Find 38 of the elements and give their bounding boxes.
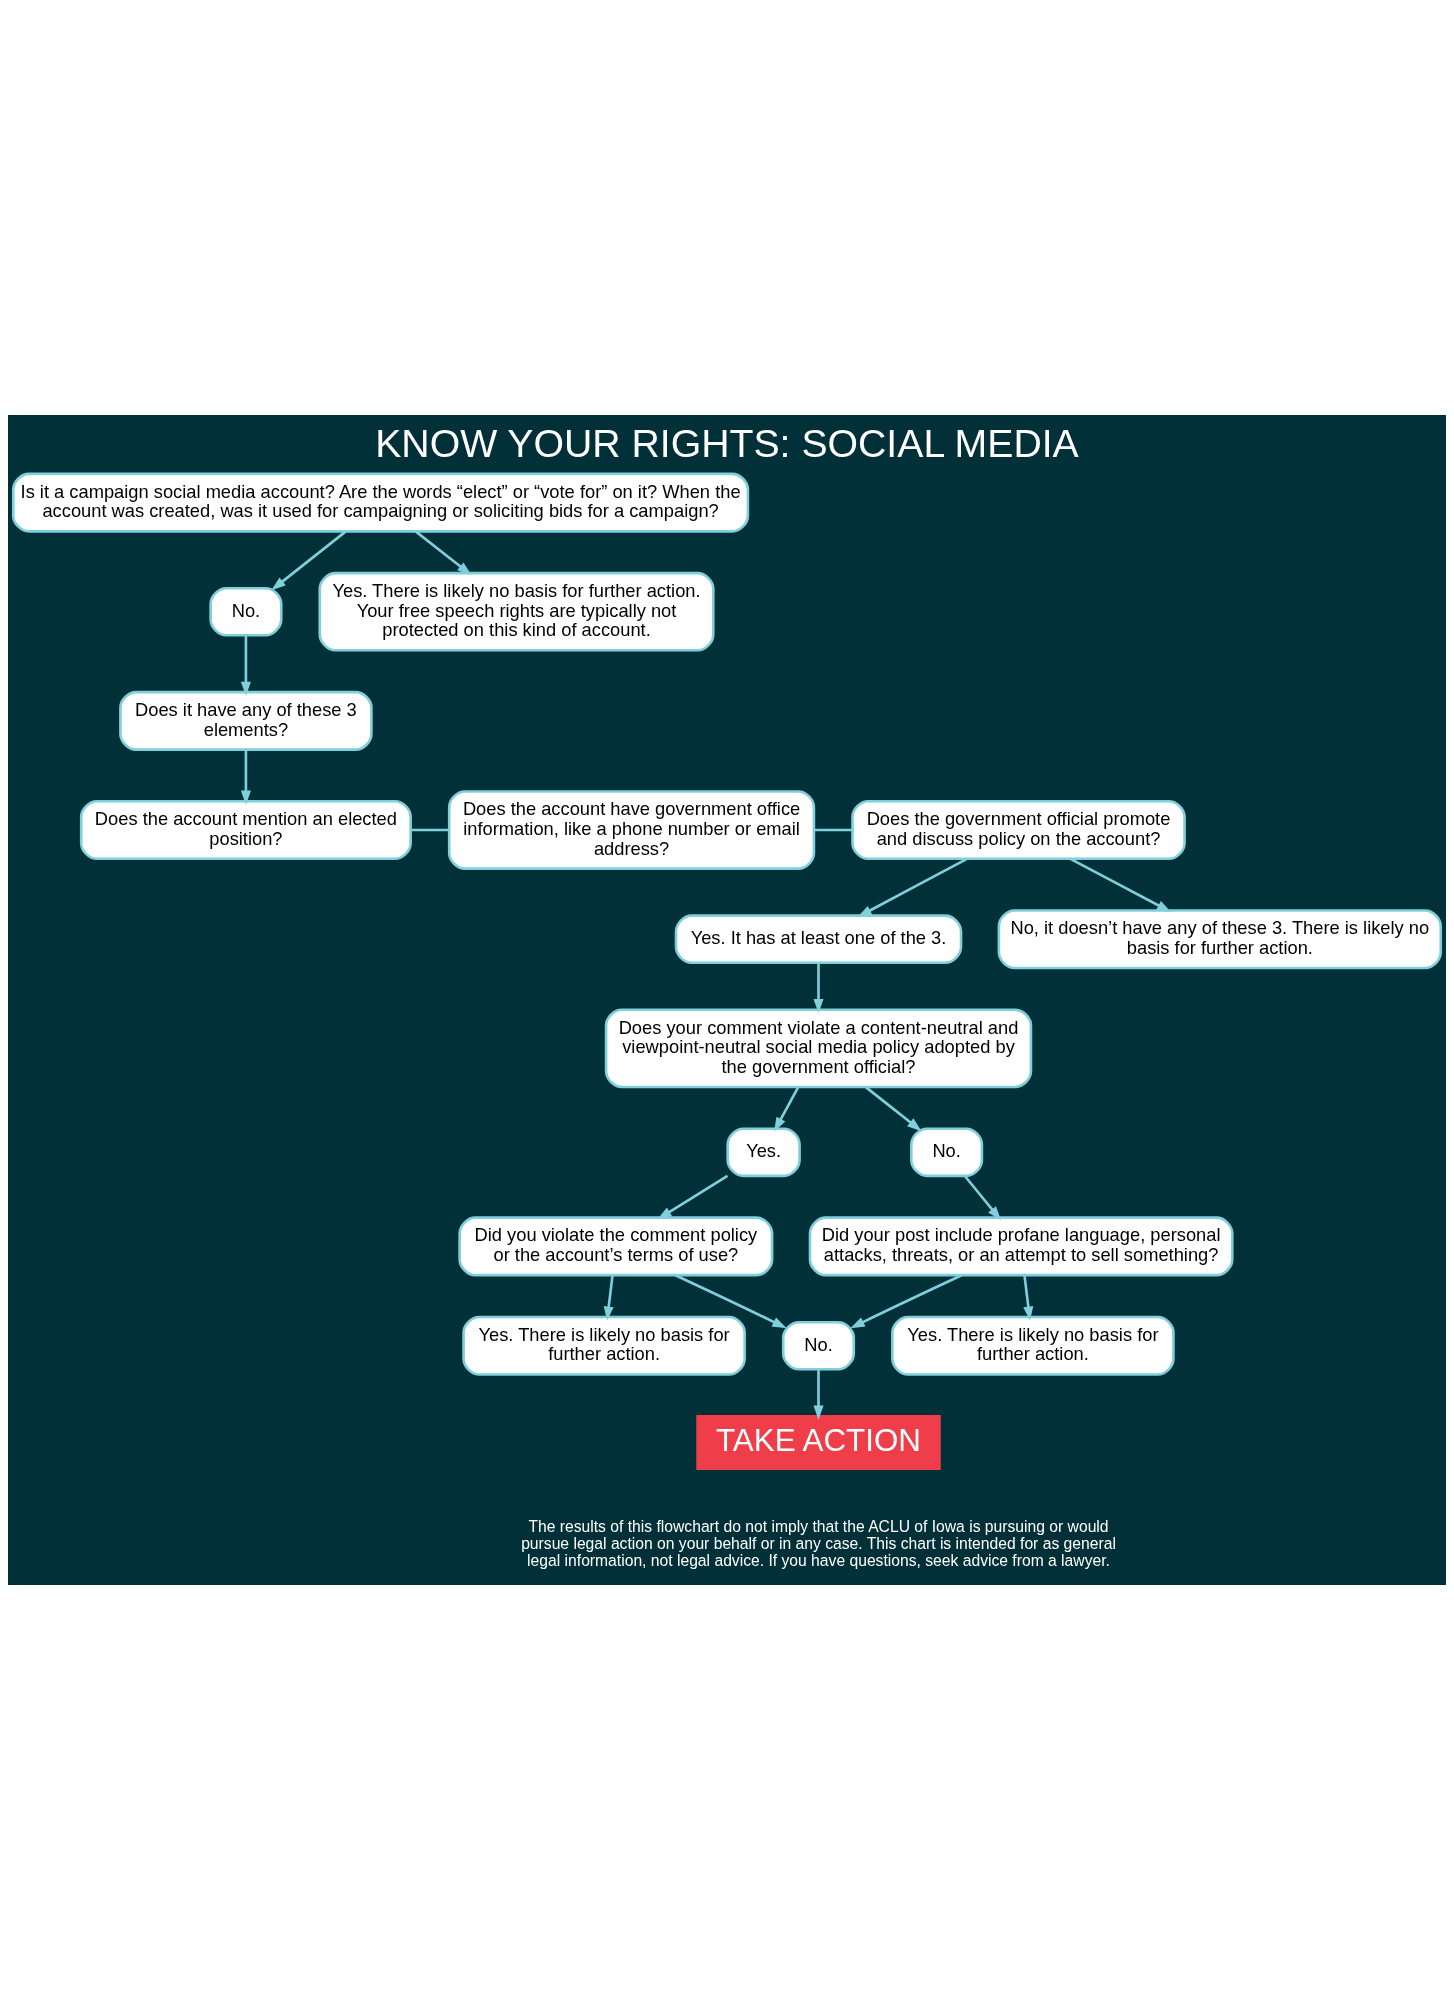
arrow	[674, 1274, 787, 1329]
arrow	[415, 530, 472, 576]
arrow	[850, 1274, 963, 1329]
node-box: Does the government official promote and discuss policy on the account?	[851, 800, 1186, 861]
arrow	[774, 1086, 800, 1132]
node-box: TAKE ACTION	[696, 1415, 941, 1470]
node-box: Yes. There is likely no basis for further action.	[891, 1315, 1175, 1376]
node-box: Does the account have government office information, like a phone number or email address?	[447, 790, 816, 870]
arrow	[813, 963, 824, 1014]
arrow	[857, 857, 968, 918]
connector	[814, 828, 853, 832]
node-box: Did your post include profane language, personal attacks, threats, or an attempt to sell something?	[808, 1216, 1234, 1277]
diagram-title: KNOW YOUR RIGHTS: SOCIAL MEDIA	[375, 421, 1079, 465]
node-box: No, it doesn’t have any of these 3. There is likely no basis for further action.	[997, 909, 1443, 970]
node-box: Yes. There is likely no basis for further action. Your free speech rights are typically not protected on this kind of account.	[318, 571, 715, 652]
node-box: Yes. There is likely no basis for further action.	[462, 1315, 746, 1376]
arrow	[813, 1369, 824, 1420]
arrow	[603, 1275, 614, 1321]
arrow	[865, 1086, 922, 1132]
label: The results of this flowchart do not imply that the ACLU of Iowa is pursuing or would pursue legal action on your behalf or in any case. This chart is intended for as general legal information, not legal advice. If you have questions, seek advice from a lawyer.	[521, 1518, 1116, 1570]
arrow	[964, 1175, 1002, 1221]
node-box: Did you violate the comment policy or the account’s terms of use?	[458, 1216, 774, 1277]
arrow	[271, 530, 347, 591]
node-box: No.	[209, 586, 283, 637]
connector	[410, 828, 449, 832]
node-box: No.	[781, 1320, 856, 1371]
node-box: Yes.	[726, 1127, 801, 1178]
node-box: Is it a campaign social media account? Are the words “elect” or “vote for” on it? When the account was created, was it used for campaigning or soliciting bids for a campaign?	[11, 472, 750, 533]
node-box: No.	[910, 1127, 984, 1178]
node-box: Yes. It has at least one of the 3.	[674, 914, 963, 965]
node-box: Does the account mention an elected position?	[79, 800, 412, 861]
arrow	[657, 1174, 729, 1220]
node-box: Does it have any of these 3 elements?	[119, 690, 373, 751]
arrow	[1023, 1275, 1034, 1321]
arrow	[240, 750, 251, 805]
arrow	[1070, 857, 1172, 913]
arrow	[240, 635, 251, 697]
node-box: Does your comment violate a content-neutral and viewpoint-neutral social media policy adopted by the government official?	[604, 1008, 1033, 1089]
